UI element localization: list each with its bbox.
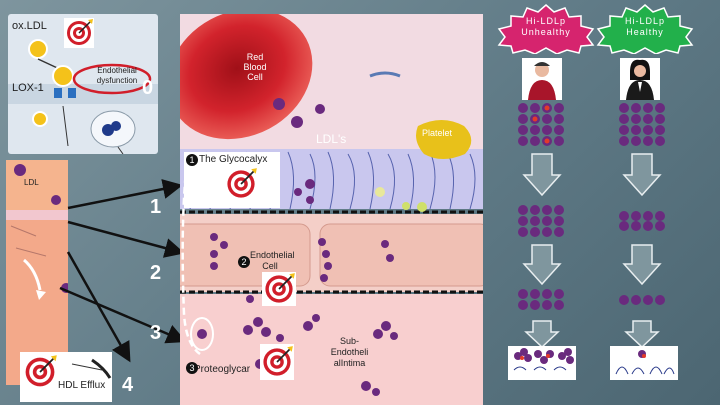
step-number-0: 0 [142, 77, 154, 99]
target-icon [64, 18, 94, 48]
ldl-label: LDL [24, 178, 39, 187]
glycocalyx-callout: 1 The Glycocalyx [184, 152, 280, 208]
unhealthy-badge [497, 4, 595, 54]
step-number-4: 4 [122, 374, 134, 396]
target-icon [227, 168, 257, 198]
glycocalyx-label: The Glycocalyx [199, 154, 268, 165]
arrow-down-icon [522, 244, 562, 286]
circled-number-1: 1 [186, 154, 198, 166]
arrow-down-icon [622, 244, 662, 286]
endothelial-cell-label: Endothelial Cell [250, 250, 295, 271]
rbc-label: Red Blood Cell [243, 52, 267, 82]
unhealthy-result-panel [508, 346, 576, 380]
unhealthy-ldl-grid-3 [518, 289, 564, 310]
unhealthy-ldl-grid-2 [518, 205, 564, 237]
hdl-efflux-box: HDL Efflux [20, 352, 112, 402]
healthy-result-panel [610, 346, 678, 380]
subendothelial-label: Sub-Endotheli alIntima [330, 336, 369, 368]
circled-number-2: 2 [238, 256, 250, 268]
arrow-down-icon [524, 320, 560, 348]
proteoglycan-callout: 3 [186, 360, 202, 376]
arrow-down-icon [522, 153, 562, 197]
step-number-1: 1 [150, 196, 162, 218]
hdl-efflux-label: HDL Efflux [58, 380, 106, 391]
vessel-wall-illustration [180, 14, 483, 405]
unhealthy-badge-label: Hi-LDLp Unhealthy [521, 16, 571, 37]
circled-number-3: 3 [186, 362, 198, 374]
proteoglycan-label: Proteoglycar [194, 364, 251, 375]
endothelial-dysfunction-label: Endothelial dysfunction [96, 66, 138, 85]
ldls-label: LDL's [316, 132, 347, 146]
platelet-label: Platelet [422, 128, 453, 138]
arrow-down-icon [624, 320, 660, 348]
vessel-wall-diagram: Red Blood Cell LDL's Platelet Endothelia… [180, 14, 483, 405]
arrow-down-icon [622, 153, 662, 197]
hdl-diagram [71, 358, 112, 379]
healthy-badge-label: Hi-LDLp Healthy [624, 16, 665, 37]
step-number-2: 2 [150, 262, 162, 284]
healthy-ldl-grid-2 [619, 211, 665, 231]
unhealthy-ldl-grid-1 [518, 103, 564, 146]
oxldl-label: ox.LDL [12, 20, 47, 32]
lox1-label: LOX-1 [12, 82, 44, 94]
target-icon [260, 344, 294, 380]
person-icon [522, 58, 562, 100]
person-icon [620, 58, 660, 100]
target-icon [262, 272, 296, 306]
healthy-ldl-grid-1 [619, 103, 665, 146]
target-icon [25, 355, 57, 387]
endothelial-callout: 2 [236, 254, 254, 272]
healthy-ldl-grid-3 [619, 295, 665, 305]
healthy-badge [596, 4, 694, 54]
step-number-3: 3 [150, 322, 162, 344]
oxldl-illustration [8, 39, 158, 154]
